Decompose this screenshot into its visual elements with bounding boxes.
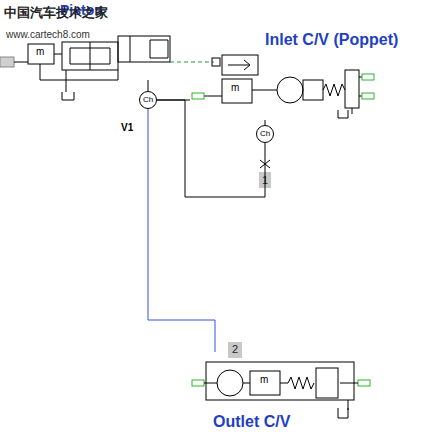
pipe-line	[148, 80, 149, 91]
poppet-ball	[277, 77, 303, 103]
force-box	[222, 55, 258, 75]
port-symbol	[362, 93, 374, 99]
callout-number: 1	[262, 175, 268, 186]
pipe-line	[265, 120, 266, 125]
pipe-line	[157, 100, 265, 197]
component-group: Outlet C/V	[185, 352, 375, 440]
chamber-symbol: Ch	[139, 96, 157, 104]
callout-number: 2	[232, 344, 238, 355]
mass-symbol-text: m	[231, 83, 239, 93]
watermark: www.cartech8.com	[6, 30, 90, 40]
circle-outline	[257, 126, 274, 143]
valve-housing	[345, 70, 359, 108]
chamber-circle: ChV1	[139, 91, 157, 109]
valve-line	[338, 77, 362, 118]
mass-symbol	[250, 371, 280, 395]
valve-line	[204, 90, 277, 96]
signal-line	[170, 62, 214, 63]
signal-port	[212, 58, 220, 66]
volume-name: V1	[121, 123, 133, 133]
mass-symbol-text: m	[260, 375, 268, 385]
cap-mark	[260, 160, 270, 168]
pipe-line	[157, 100, 190, 101]
mass-symbol-text: m	[36, 47, 44, 57]
force-arrow	[228, 60, 250, 70]
mass-symbol	[28, 44, 54, 64]
component-title: Outlet C/V	[213, 414, 290, 430]
valve-housing	[206, 362, 354, 400]
component-title: Inlet C/V (Poppet)	[265, 32, 398, 48]
port-symbol	[192, 93, 204, 99]
chamber-circle: Ch	[256, 125, 274, 143]
spring-symbol	[280, 377, 314, 389]
piston-port	[130, 36, 168, 62]
spring-symbol	[323, 84, 345, 96]
ground-symbol	[338, 400, 348, 418]
poppet-ball	[217, 370, 243, 396]
port-symbol	[362, 74, 374, 80]
piston-head	[70, 42, 110, 70]
callout-box	[259, 172, 271, 188]
poppet-seat	[303, 80, 323, 100]
drain-line	[66, 70, 67, 92]
callout-box	[228, 342, 242, 358]
port-symbol	[192, 380, 204, 386]
chamber-symbol: Ch	[256, 130, 274, 138]
circle-outline	[140, 92, 157, 109]
mass-symbol	[222, 79, 252, 103]
component-group: Inlet C/V (Poppet)	[190, 28, 405, 120]
ground-symbol	[40, 64, 118, 100]
port-symbol	[358, 380, 370, 386]
piston-chamber	[118, 36, 170, 62]
pipe-line	[148, 109, 215, 352]
signal-port	[0, 57, 14, 67]
piston-body	[62, 42, 118, 70]
watermark: 中国汽车技术之家	[4, 6, 108, 19]
spring-seat	[316, 368, 338, 398]
